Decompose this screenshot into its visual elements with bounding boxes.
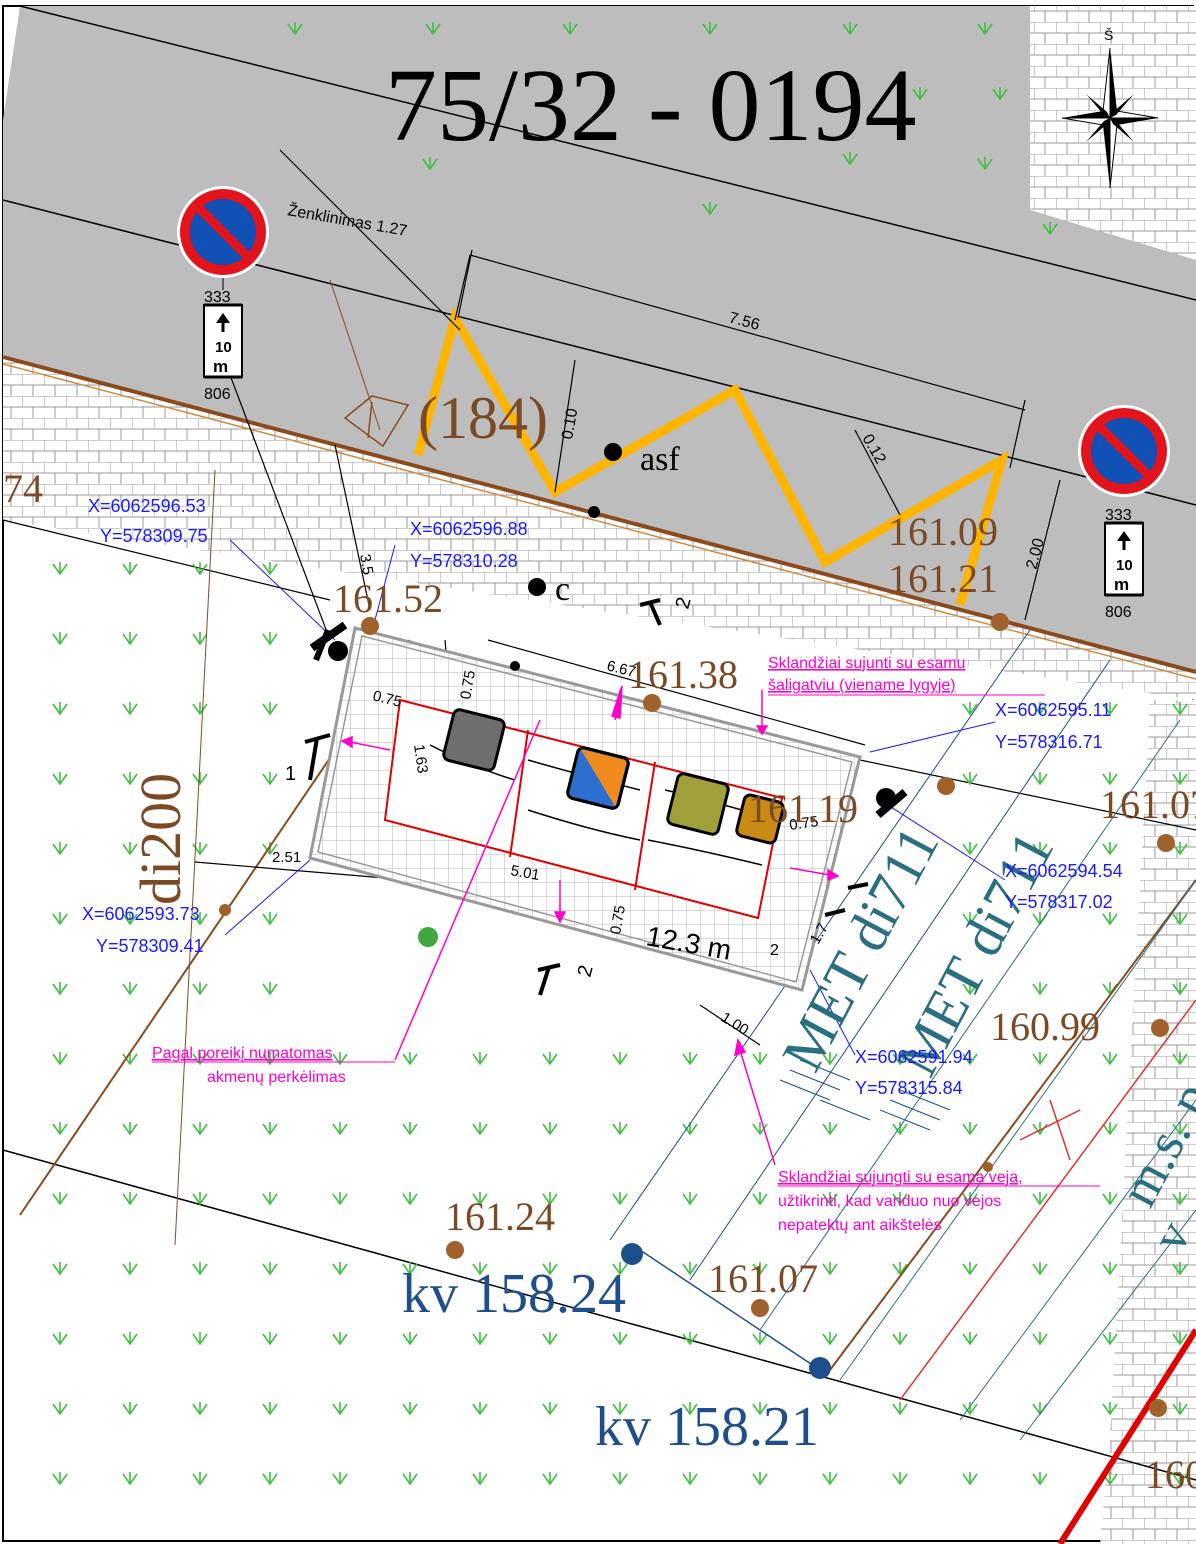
no-parking-sign-left: [177, 186, 269, 379]
pipe-label-di200: di200: [128, 773, 193, 905]
dim-2-51: 2.51: [272, 849, 301, 866]
north-label: Š: [1104, 27, 1113, 43]
note-text: akmenų perkėlimas: [207, 1069, 346, 1086]
sign-distance: 10: [1116, 557, 1133, 574]
coord-y: Y=578316.71: [995, 732, 1103, 752]
note-text: šaligatviu (viename lygyje): [768, 677, 956, 694]
arrow-up-icon: [1117, 531, 1131, 541]
bin-blue-orange-icon: [566, 746, 630, 810]
dim-1-63: 1.63: [410, 743, 431, 774]
building-outline: [343, 395, 410, 448]
elevation: 161.21: [888, 556, 998, 601]
elevation: 161.52: [333, 576, 443, 621]
elevation: 161.24: [445, 1194, 555, 1239]
dim-0-75-top: 0.75: [457, 669, 479, 701]
coord-y: Y=578309.41: [96, 936, 204, 956]
coord-x: X=6062594.54: [1005, 861, 1123, 881]
sign-code-top: 333: [204, 289, 231, 306]
coord-y: Y=578315.84: [855, 1078, 963, 1098]
sign-unit: m: [213, 357, 228, 376]
sign-code-bottom: 806: [1105, 604, 1132, 621]
coord-x: X=6062595.11: [995, 700, 1111, 720]
sign-distance: 10: [215, 339, 232, 356]
section-2-top: 2: [672, 595, 696, 611]
elevation: 161.07: [1100, 782, 1196, 827]
property-line: [2, 1149, 1196, 1481]
note-text: užtikrinti, kad vanduo nuo vejos: [778, 1193, 1001, 1210]
elevation-labels: 161.52 161.38 161.09 161.21 161.19 161.0…: [333, 509, 1196, 1497]
no-parking-sign-right: [1078, 405, 1170, 597]
elevation: 161.09: [888, 509, 998, 554]
met-hatch: [779, 1059, 951, 1131]
survey-points: [219, 443, 1175, 1417]
area-sup: 2: [770, 942, 779, 959]
sign-unit: m: [1114, 575, 1129, 594]
coord-x: X=6062591.94: [855, 1047, 973, 1067]
surface-asf: asf: [640, 441, 680, 478]
well-label: kv 158.21: [595, 1396, 819, 1458]
elevation: 160: [1145, 1452, 1196, 1497]
note-arrows: [340, 685, 840, 1166]
coord-x: X=6062593.73: [82, 904, 200, 924]
bin-grey-icon: [442, 708, 506, 772]
north-arrow-icon: [1061, 47, 1159, 189]
elevation: 161.38: [628, 652, 738, 697]
dim-6-67: 6.67: [605, 657, 637, 681]
dim-0-10: 0.10: [559, 407, 581, 441]
surface-c: c: [555, 571, 570, 608]
coord-y: Y=578309.75: [100, 526, 208, 546]
neighbor-number: 74: [3, 466, 43, 511]
note-text: Pagal poreikį numatomas: [152, 1045, 333, 1062]
bin-amber-icon: [735, 793, 785, 845]
coord-x: X=6062596.53: [88, 496, 206, 516]
building-number: (184): [418, 385, 548, 451]
dim-0-75-left: 0.75: [371, 687, 403, 711]
elevation: 161.19: [748, 786, 858, 831]
note-text: nepatektų ant aikštelės: [778, 1217, 942, 1234]
notes: Sklandžiai sujunti su esamu šaligatviu (…: [152, 655, 1023, 1234]
waste-bins: [442, 708, 785, 845]
coord-x: X=6062596.88: [410, 519, 528, 539]
elevation: 160.99: [990, 1004, 1100, 1049]
note-text: Sklandžiai sujunti su esamu: [768, 655, 965, 672]
coordinate-labels: X=6062596.53 Y=578309.75 X=6062596.88 Y=…: [82, 496, 1123, 1098]
utility-lines: [19, 279, 1196, 1544]
dim-0-75-right: 0.75: [788, 813, 819, 834]
no-parking-icon: [1078, 405, 1170, 497]
coordinate-leaders: [224, 539, 1006, 1056]
elevation: 161.07: [708, 1256, 818, 1301]
dim-5-01: 5.01: [509, 862, 541, 884]
arrow-up-icon: [216, 313, 230, 323]
well-label: kv 158.24: [402, 1263, 626, 1325]
dim-3-5: 3.5: [356, 553, 376, 576]
sign-code-bottom: 806: [204, 386, 231, 403]
coord-y: Y=578317.02: [1005, 892, 1113, 912]
section-2-bottom: 2: [574, 963, 598, 979]
plan-title: 75/32 - 0194: [385, 48, 917, 163]
section-1: 1: [285, 763, 296, 785]
coord-y: Y=578310.28: [410, 551, 518, 571]
note-text: Sklandžiai sujungti su esama veja,: [778, 1169, 1023, 1186]
no-parking-icon: [177, 186, 269, 278]
bin-olive-icon: [666, 772, 730, 836]
sign-code-top: 333: [1105, 507, 1132, 524]
dim-0-75-bottom: 0.75: [607, 904, 629, 936]
